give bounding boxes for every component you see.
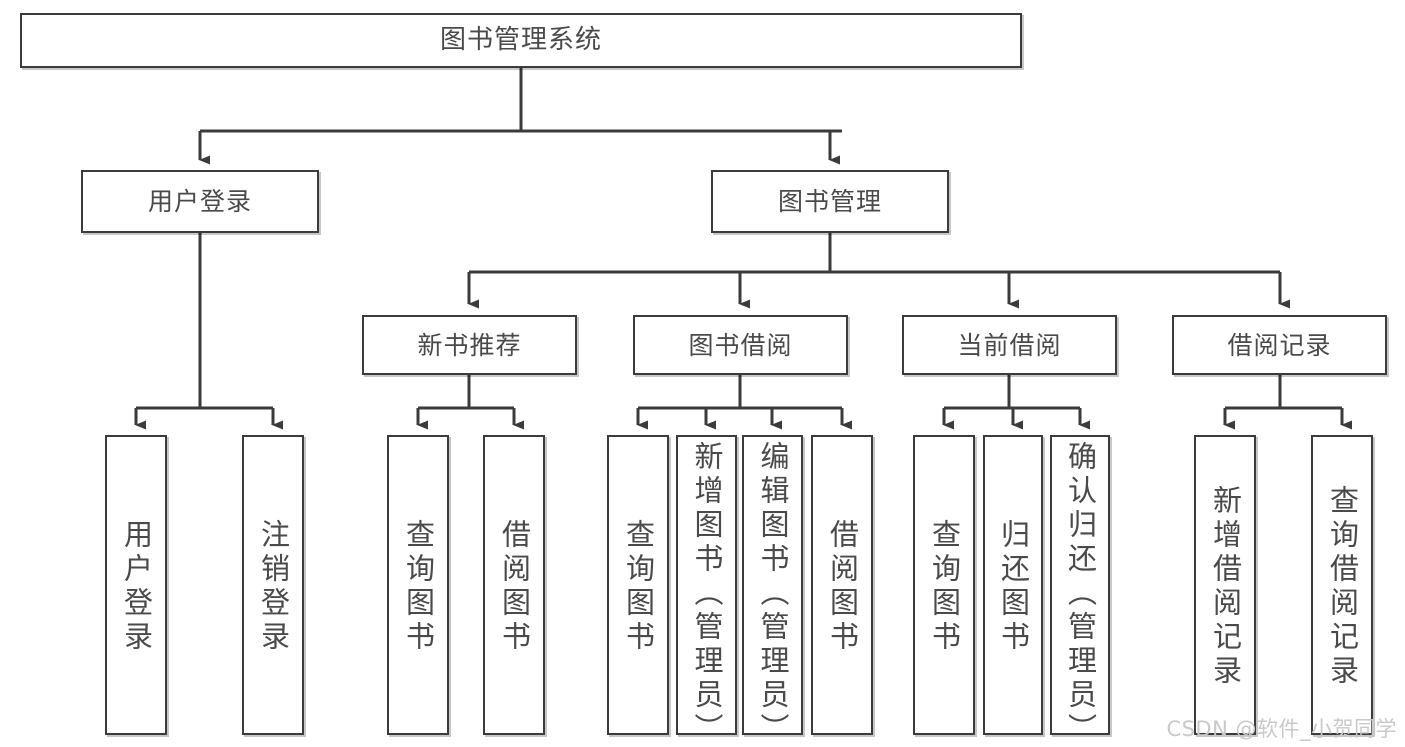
node-label: 图书管理系统 xyxy=(439,25,602,56)
node-label: 编辑图书（管理员） xyxy=(756,441,790,747)
leaf-return-book[interactable]: 归还图书 xyxy=(983,435,1043,735)
node-label: 查询图书 xyxy=(621,519,656,655)
leaf-add-borrow-record[interactable]: 新增借阅记录 xyxy=(1194,435,1256,735)
leaf-query-book-borrow[interactable]: 查询图书 xyxy=(607,435,669,735)
node-label: 用户登录 xyxy=(147,187,252,216)
node-label: 查询图书 xyxy=(401,519,436,655)
leaf-add-book-admin[interactable]: 新增图书（管理员） xyxy=(676,435,737,747)
node-label: 查询图书 xyxy=(927,519,962,655)
node-current-borrow[interactable]: 当前借阅 xyxy=(902,315,1117,375)
watermark: CSDN @软件_小贺同学 xyxy=(1166,717,1397,741)
node-label: 用户登录 xyxy=(119,519,154,655)
leaf-query-borrow-record[interactable]: 查询借阅记录 xyxy=(1311,435,1373,735)
node-book-management[interactable]: 图书管理 xyxy=(711,170,949,233)
node-label: 借阅图书 xyxy=(497,519,532,655)
node-label: 图书借阅 xyxy=(688,330,793,360)
node-label: 注销登录 xyxy=(256,519,291,655)
leaf-borrow-book[interactable]: 借阅图书 xyxy=(811,435,873,735)
node-user-login[interactable]: 用户登录 xyxy=(81,170,319,233)
node-book-borrow[interactable]: 图书借阅 xyxy=(633,315,848,375)
leaf-query-book-recommend[interactable]: 查询图书 xyxy=(387,435,449,735)
node-label: 确认归还（管理员） xyxy=(1063,441,1098,747)
leaf-edit-book-admin[interactable]: 编辑图书（管理员） xyxy=(742,435,803,747)
node-label: 借阅图书 xyxy=(825,519,860,655)
leaf-logout[interactable]: 注销登录 xyxy=(242,435,304,735)
node-label: 新书推荐 xyxy=(417,330,522,360)
node-label: 图书管理 xyxy=(777,187,882,216)
node-root-system[interactable]: 图书管理系统 xyxy=(20,13,1022,68)
leaf-borrow-book-recommend[interactable]: 借阅图书 xyxy=(483,435,545,735)
node-label: 归还图书 xyxy=(996,519,1031,655)
node-label: 查询借阅记录 xyxy=(1325,485,1360,689)
node-label: 新增图书（管理员） xyxy=(690,441,724,747)
leaf-query-book-current[interactable]: 查询图书 xyxy=(913,435,975,735)
node-borrow-records[interactable]: 借阅记录 xyxy=(1172,315,1387,375)
node-label: 新增借阅记录 xyxy=(1208,485,1243,689)
leaf-confirm-return-admin[interactable]: 确认归还（管理员） xyxy=(1050,435,1110,747)
node-label: 借阅记录 xyxy=(1227,330,1332,360)
node-label: 当前借阅 xyxy=(957,330,1062,360)
leaf-user-login[interactable]: 用户登录 xyxy=(105,435,167,735)
node-new-book-recommend[interactable]: 新书推荐 xyxy=(362,315,577,375)
